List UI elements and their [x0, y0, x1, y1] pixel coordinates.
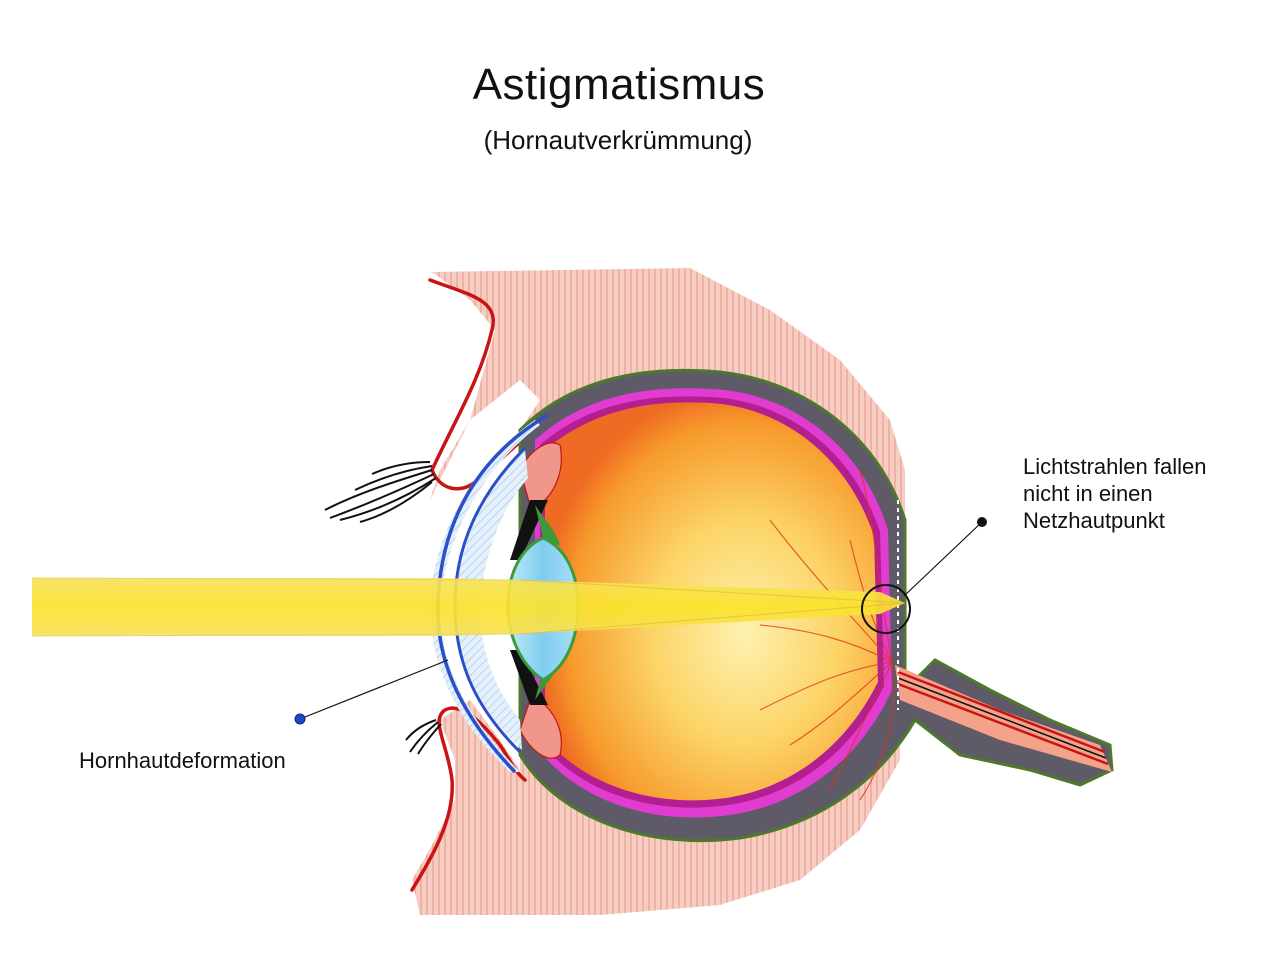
callout-dot-retina: [977, 517, 987, 527]
retina-note-line-1: Lichtstrahlen fallen: [1023, 453, 1263, 480]
retina-note-line-3: Netzhautpunkt: [1023, 507, 1263, 534]
callout-line-retina: [904, 522, 982, 596]
callout-line-cornea: [300, 660, 448, 719]
retina-note-label: Lichtstrahlen fallen nicht in einen Netz…: [1023, 453, 1263, 534]
lower-eyelashes: [406, 720, 441, 754]
retina-note-line-2: nicht in einen: [1023, 480, 1263, 507]
upper-eyelashes: [325, 462, 436, 522]
callout-dot-cornea: [295, 714, 305, 724]
cornea-note-label: Hornhautdeformation: [79, 747, 286, 774]
